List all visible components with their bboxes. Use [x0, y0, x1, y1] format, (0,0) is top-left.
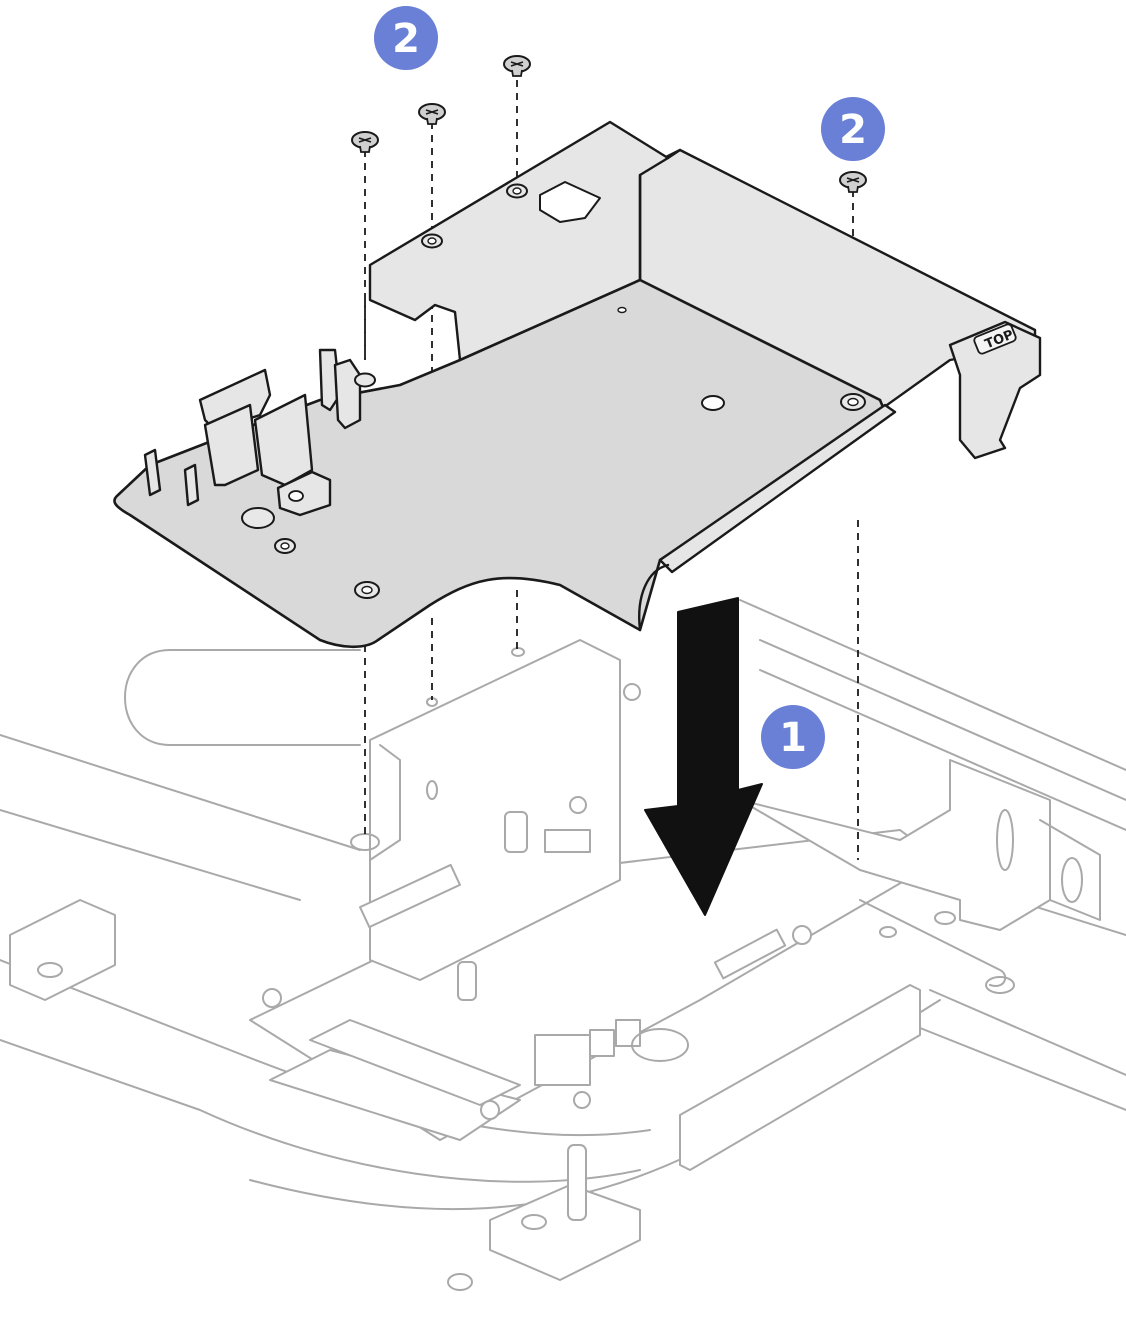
- screw-icon: [503, 55, 531, 77]
- screws: [351, 55, 867, 193]
- latch-fixture: [276, 470, 332, 517]
- m2-module: [269, 1049, 521, 1141]
- bottom-bracket: [489, 1184, 641, 1281]
- screw-icon: [351, 131, 379, 153]
- step-number: 1: [779, 715, 807, 761]
- screw-icon: [839, 171, 867, 193]
- step-badge-2-left: 2: [374, 6, 438, 70]
- screw-icon: [418, 103, 446, 125]
- header-connector: [534, 1034, 591, 1086]
- step-number: 2: [392, 16, 420, 62]
- top-latch: [948, 320, 1042, 460]
- clip-arm: [198, 368, 272, 432]
- riser-bracket: TOP: [113, 120, 1042, 649]
- down-arrow-icon: [644, 597, 763, 916]
- right-frame: [739, 759, 1051, 931]
- standoff: [504, 811, 528, 853]
- step-number: 2: [839, 107, 867, 153]
- connector: [359, 863, 461, 929]
- system-board-background: [0, 599, 1126, 1291]
- step-badge-2-right: 2: [821, 97, 885, 161]
- screw-hole: [354, 372, 376, 388]
- step-badge-1: 1: [761, 705, 825, 769]
- sd-slot: [544, 829, 591, 853]
- hole: [241, 507, 275, 529]
- hole: [701, 395, 725, 411]
- side-plate: [679, 984, 921, 1171]
- standoff: [457, 961, 477, 1001]
- air-duct-outline: [124, 649, 361, 746]
- left-clip: [9, 899, 116, 1001]
- connector: [713, 928, 787, 980]
